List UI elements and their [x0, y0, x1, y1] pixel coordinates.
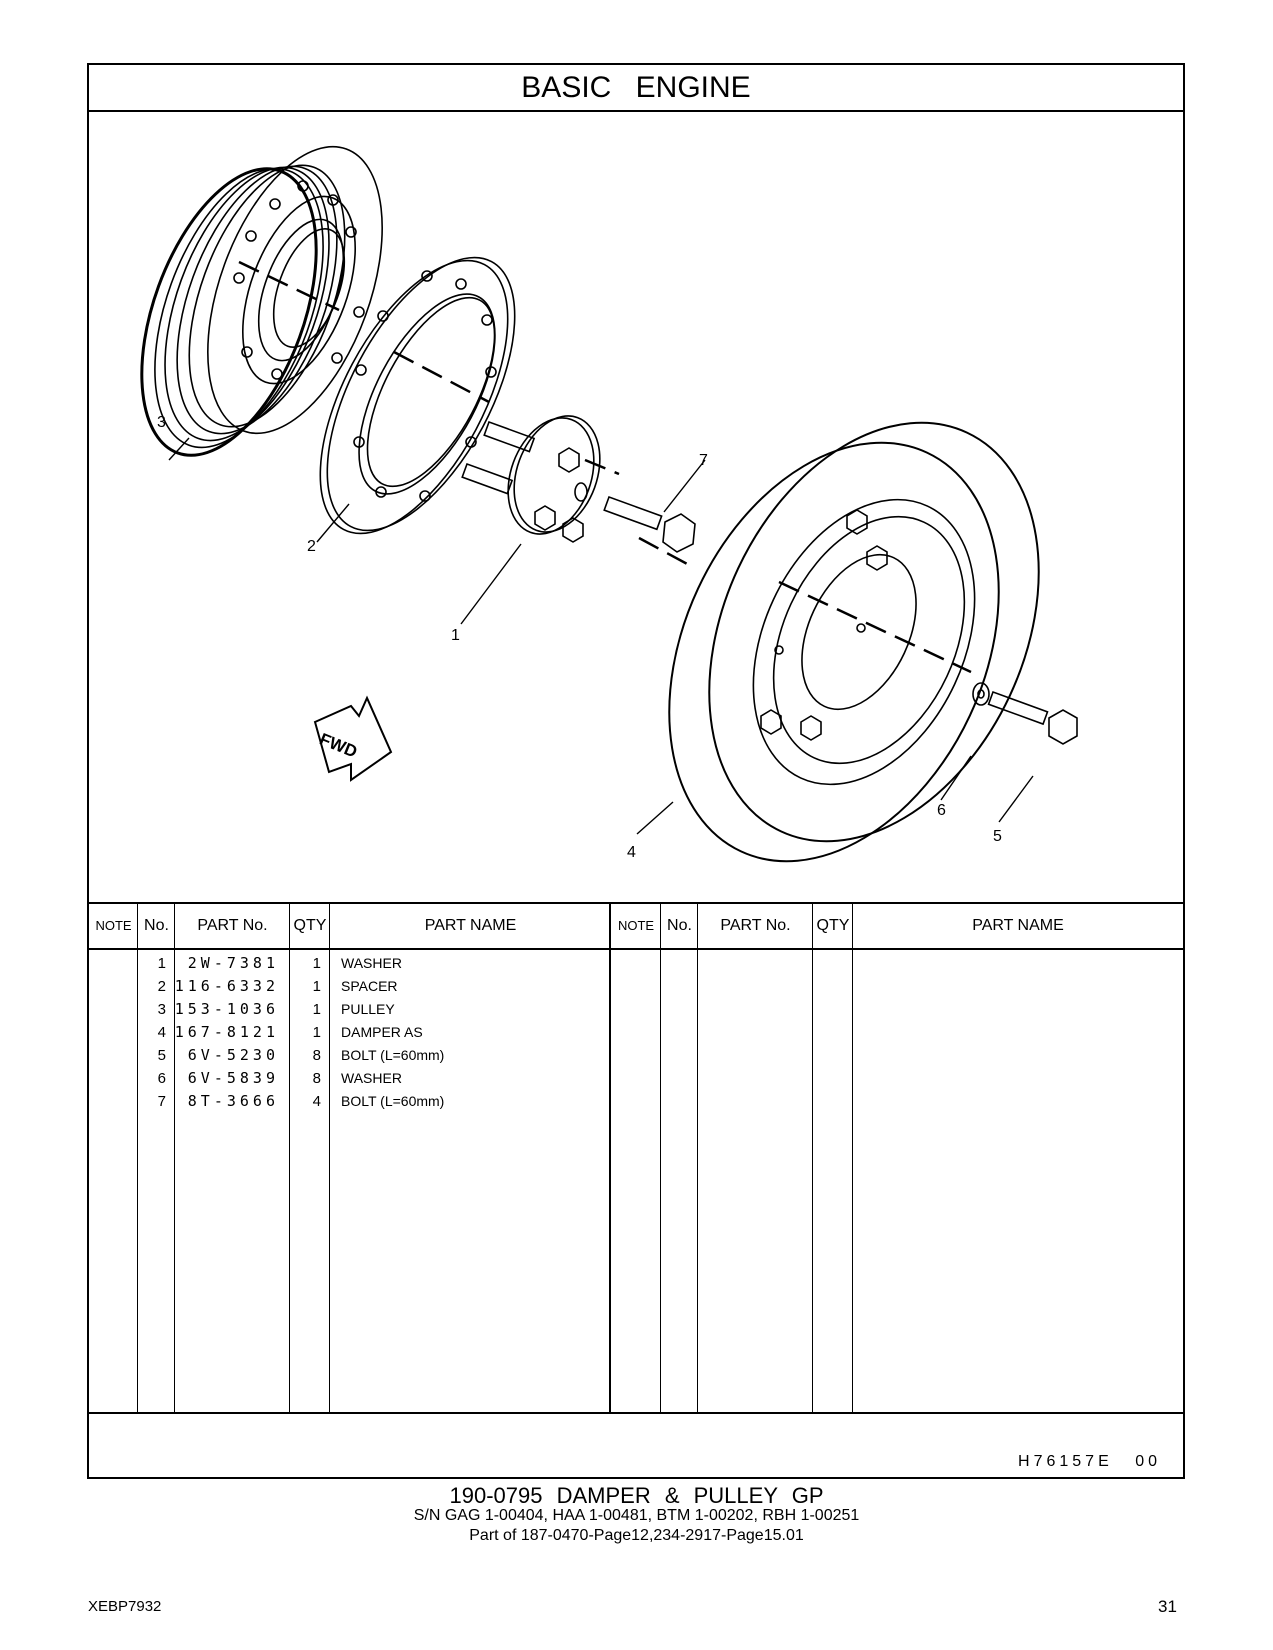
row-qty: 1 [312, 978, 321, 995]
section-title: BASIC ENGINE [89, 65, 1183, 112]
fwd-arrow-icon [313, 695, 393, 782]
row-part-name: WASHER [341, 1070, 402, 1086]
row-part-name: BOLT (L=60mm) [341, 1047, 445, 1063]
row-no: 2 [157, 978, 166, 995]
table-row: 7 8T-3666 4 BOLT (L=60mm) [89, 1090, 1183, 1113]
header-part-name-right: PART NAME [972, 917, 1064, 934]
serial-numbers: S/N GAG 1-00404, HAA 1-00481, BTM 1-0020… [413, 1507, 860, 1524]
document-id: XEBP7932 [88, 1598, 162, 1615]
drawing-code-row: H76157E 00 [89, 1412, 1183, 1481]
callout-3: 3 [157, 414, 166, 431]
row-no: 1 [157, 955, 166, 972]
parts-table: NOTE No. PART No. QTY PART NAME NOTE No.… [89, 902, 1183, 1412]
table-row: 6 6V-5839 8 WASHER [89, 1067, 1183, 1090]
table-row: 2 116-6332 1 SPACER [89, 975, 1183, 998]
row-qty: 1 [312, 955, 321, 972]
bolt-7-illustration [603, 495, 696, 553]
callout-6: 6 [937, 802, 946, 819]
washer-6-illustration [972, 682, 990, 706]
exploded-view-drawing: FWD 3 2 1 7 4 6 5 [89, 112, 1183, 902]
table-row: 1 2W-7381 1 WASHER [89, 952, 1183, 975]
page-number: 31 [1158, 1597, 1177, 1616]
bolt-5-illustration [987, 690, 1078, 745]
header-part-name-left: PART NAME [424, 917, 517, 934]
part-of-reference: Part of 187-0470-Page12,234-2917-Page15.… [469, 1527, 804, 1544]
row-part-no: 6V-5230 [187, 1046, 279, 1064]
row-part-no: 167-8121 [174, 1023, 279, 1041]
callout-5: 5 [993, 828, 1002, 845]
callout-7: 7 [699, 452, 708, 469]
table-row: 5 6V-5230 8 BOLT (L=60mm) [89, 1044, 1183, 1067]
row-part-name: WASHER [341, 955, 402, 971]
parts-table-header: NOTE No. PART No. QTY PART NAME NOTE No.… [89, 904, 1183, 950]
row-no: 6 [157, 1070, 166, 1087]
spacer-illustration [319, 256, 516, 535]
fwd-label: FWD [317, 729, 360, 761]
callout-4: 4 [627, 844, 636, 861]
washer-plate-illustration [461, 415, 601, 543]
row-no: 7 [157, 1093, 166, 1110]
row-qty: 1 [312, 1024, 321, 1041]
header-qty-left: QTY [293, 917, 327, 934]
header-qty-right: QTY [816, 917, 850, 934]
row-part-no: 8T-3666 [187, 1092, 279, 1110]
row-part-name: DAMPER AS [341, 1024, 423, 1040]
row-part-name: PULLEY [341, 1001, 395, 1017]
row-qty: 8 [312, 1047, 321, 1064]
row-part-no: 153-1036 [174, 1000, 279, 1018]
row-qty: 4 [312, 1093, 321, 1110]
parts-page-frame: BASIC ENGINE [87, 63, 1185, 1479]
callout-1: 1 [451, 627, 460, 644]
pulley-illustration [140, 145, 383, 457]
row-qty: 8 [312, 1070, 321, 1087]
header-part-no-right: PART No. [720, 917, 791, 934]
row-part-no: 2W-7381 [187, 954, 279, 972]
header-part-no-left: PART No. [197, 917, 268, 934]
header-no-right: No. [667, 917, 692, 934]
row-no: 4 [157, 1024, 166, 1041]
table-row: 4 167-8121 1 DAMPER AS [89, 1021, 1183, 1044]
row-qty: 1 [312, 1001, 321, 1018]
row-part-no: 116-6332 [174, 977, 279, 995]
group-title: 190-0795 DAMPER & PULLEY GP [449, 1483, 824, 1508]
table-row: 3 153-1036 1 PULLEY [89, 998, 1183, 1021]
row-part-name: BOLT (L=60mm) [341, 1093, 445, 1109]
header-note-right: NOTE [617, 918, 655, 933]
row-part-no: 6V-5839 [187, 1069, 279, 1087]
row-part-name: SPACER [341, 978, 398, 994]
exploded-view-illustration: FWD [140, 145, 1078, 863]
header-note-left: NOTE [95, 918, 132, 933]
header-no-left: No. [144, 917, 169, 934]
row-no: 3 [157, 1001, 166, 1018]
drawing-code: H76157E 00 [1018, 1453, 1161, 1470]
row-no: 5 [157, 1047, 166, 1064]
callout-2: 2 [307, 538, 316, 555]
damper-illustration [668, 421, 1040, 863]
